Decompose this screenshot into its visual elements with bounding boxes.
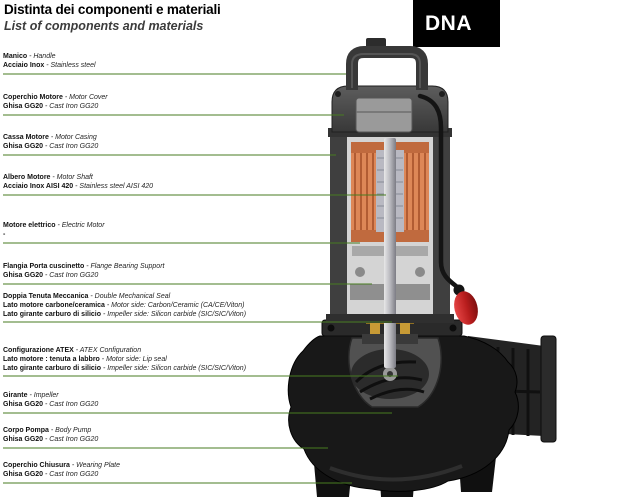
component-label-handle: Manico - Handle Acciaio Inox - Stainless…: [3, 52, 96, 70]
motor-cover-icon: [331, 85, 449, 133]
label-english: - Wearing Plate: [71, 462, 120, 469]
label-row: Albero Motore - Motor Shaft: [3, 173, 153, 182]
label-english: - Impeller side: Silicon carbide (SIC/SI…: [102, 365, 247, 372]
label-row: Ghisa GG20 - Cast Iron GG20: [3, 142, 98, 151]
label-row: Acciaio Inox - Stainless steel: [3, 61, 96, 70]
label-row: Cassa Motore - Motor Casing: [3, 133, 98, 142]
label-english: - Flange Bearing Support: [86, 263, 165, 270]
label-italian: Lato girante carburo di silicio: [3, 311, 102, 318]
page-title: Distinta dei componenti e materiali: [4, 2, 221, 17]
label-english: - Impeller: [29, 392, 59, 399]
label-english: - Body Pump: [50, 427, 92, 434]
float-switch-icon: [453, 284, 478, 325]
page-subtitle: List of components and materials: [4, 19, 204, 33]
label-row: Manico - Handle: [3, 52, 96, 61]
label-row: Ghisa GG20 - Cast Iron GG20: [3, 470, 120, 479]
label-italian: Lato motore carbone/ceramica: [3, 302, 105, 309]
label-english: - Motor Cover: [64, 94, 108, 101]
label-row: Configurazione ATEX - ATEX Configuration: [3, 346, 246, 355]
label-italian: Corpo Pompa: [3, 427, 49, 434]
label-row: Lato motore : tenuta a labbro - Motor si…: [3, 355, 246, 364]
label-english: - ATEX Configuration: [75, 347, 142, 354]
label-row: Acciaio Inox AISI 420 - Stainless steel …: [3, 182, 153, 191]
label-english: - Electric Motor: [57, 222, 105, 229]
label-italian: Acciaio Inox: [3, 62, 45, 69]
label-italian: Ghisa GG20: [3, 436, 44, 443]
label-italian: Motore elettrico: [3, 222, 56, 229]
handle-icon: [346, 38, 428, 90]
label-row: Lato girante carburo di silicio - Impell…: [3, 310, 246, 319]
label-english: - Stainless steel AISI 420: [75, 183, 154, 190]
label-english: - Motor Casing: [50, 134, 97, 141]
label-english: - Double Mechanical Seal: [90, 293, 171, 300]
label-row: Ghisa GG20 - Cast Iron GG20: [3, 435, 98, 444]
label-italian: Flangia Porta cuscinetto: [3, 263, 85, 270]
component-label-wearing-plate: Coperchio Chiusura - Wearing Plate Ghisa…: [3, 461, 120, 479]
label-italian: Ghisa GG20: [3, 103, 44, 110]
electric-motor-icon: [347, 136, 433, 368]
label-italian: Configurazione ATEX: [3, 347, 74, 354]
label-italian: Acciaio Inox AISI 420: [3, 183, 74, 190]
label-english: - Cast Iron GG20: [45, 272, 99, 279]
label-row: Corpo Pompa - Body Pump: [3, 426, 98, 435]
label-row: Lato girante carburo di silicio - Impell…: [3, 364, 246, 373]
label-row: -: [3, 230, 105, 239]
label-english: - Impeller side: Silicon carbide (SIC/SI…: [102, 311, 247, 318]
component-label-electric-motor: Motore elettrico - Electric Motor -: [3, 221, 105, 239]
label-italian: Coperchio Motore: [3, 94, 63, 101]
label-italian: Ghisa GG20: [3, 471, 44, 478]
component-label-atex-configuration: Configurazione ATEX - ATEX Configuration…: [3, 346, 246, 373]
label-english: - Cast Iron GG20: [45, 471, 99, 478]
component-label-pump-body: Corpo Pompa - Body Pump Ghisa GG20 - Cas…: [3, 426, 98, 444]
label-italian: Ghisa GG20: [3, 401, 44, 408]
component-label-bearing-flange: Flangia Porta cuscinetto - Flange Bearin…: [3, 262, 164, 280]
label-italian: Ghisa GG20: [3, 272, 44, 279]
model-badge: DNA: [413, 0, 500, 47]
label-italian: Manico: [3, 53, 28, 60]
label-row: Ghisa GG20 - Cast Iron GG20: [3, 102, 108, 111]
label-english: - Cast Iron GG20: [45, 401, 99, 408]
label-row: Girante - Impeller: [3, 391, 98, 400]
label-english: - Motor side: Carbon/Ceramic (CA/CE/Vito…: [106, 302, 245, 309]
label-italian: Doppia Tenuta Meccanica: [3, 293, 89, 300]
component-label-motor-shaft: Albero Motore - Motor Shaft Acciaio Inox…: [3, 173, 153, 191]
label-italian: Lato girante carburo di silicio: [3, 365, 102, 372]
component-label-motor-casing: Cassa Motore - Motor Casing Ghisa GG20 -…: [3, 133, 98, 151]
label-english: - Stainless steel: [46, 62, 96, 69]
label-row: Ghisa GG20 - Cast Iron GG20: [3, 271, 164, 280]
label-row: Doppia Tenuta Meccanica - Double Mechani…: [3, 292, 246, 301]
label-italian: Lato motore : tenuta a labbro: [3, 356, 100, 363]
power-cable-icon: [417, 93, 459, 289]
label-row: Lato motore carbone/ceramica - Motor sid…: [3, 301, 246, 310]
label-english: - Cast Iron GG20: [45, 103, 99, 110]
label-italian: Girante: [3, 392, 28, 399]
label-row: Coperchio Chiusura - Wearing Plate: [3, 461, 120, 470]
impeller-icon: [348, 337, 442, 408]
label-english: - Handle: [29, 53, 56, 60]
component-label-impeller: Girante - Impeller Ghisa GG20 - Cast Iro…: [3, 391, 98, 409]
label-row: Ghisa GG20 - Cast Iron GG20: [3, 400, 98, 409]
label-row: Coperchio Motore - Motor Cover: [3, 93, 108, 102]
label-italian: Albero Motore: [3, 174, 51, 181]
component-label-mechanical-seal: Doppia Tenuta Meccanica - Double Mechani…: [3, 292, 246, 319]
label-italian: Ghisa GG20: [3, 143, 44, 150]
label-italian: Coperchio Chiusura: [3, 462, 70, 469]
label-italian: Cassa Motore: [3, 134, 49, 141]
label-english: - Motor Shaft: [52, 174, 93, 181]
component-label-motor-cover: Coperchio Motore - Motor Cover Ghisa GG2…: [3, 93, 108, 111]
label-english: - Cast Iron GG20: [45, 143, 99, 150]
label-english: - Motor side: Lip seal: [101, 356, 167, 363]
label-row: Motore elettrico - Electric Motor: [3, 221, 105, 230]
leader-lines: [3, 73, 398, 484]
label-english: - Cast Iron GG20: [45, 436, 99, 443]
motor-shaft-icon: [384, 138, 396, 368]
label-row: Flangia Porta cuscinetto - Flange Bearin…: [3, 262, 164, 271]
label-italian: -: [3, 231, 6, 238]
